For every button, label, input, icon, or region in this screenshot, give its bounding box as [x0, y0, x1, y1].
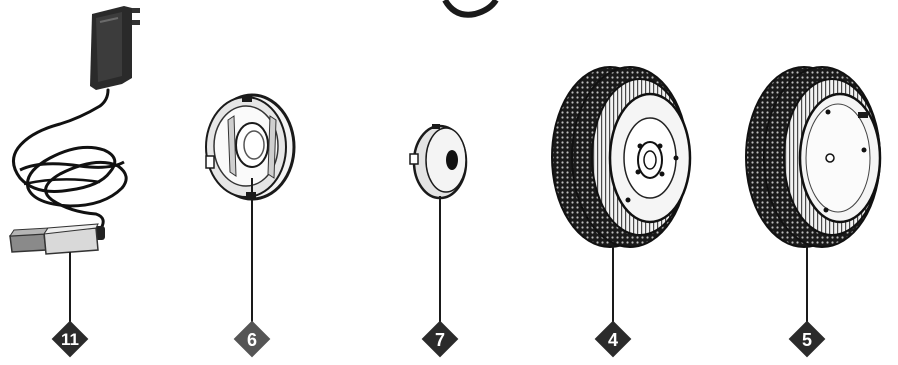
- badge-4: 4: [595, 321, 632, 358]
- rear-wheel-illustration: [746, 67, 880, 247]
- badge-5: 5: [789, 321, 826, 358]
- badge-7: 7: [422, 321, 459, 358]
- badge-6: 6: [234, 321, 271, 358]
- badge-11-label: 11: [61, 330, 79, 349]
- small-hub-cap-illustration: [410, 124, 466, 198]
- badge-11: 11: [52, 321, 89, 358]
- wheel-hub-cap-illustration: [206, 95, 294, 199]
- badge-7-label: 7: [435, 330, 445, 350]
- badge-4-label: 4: [608, 330, 618, 350]
- cropped-object-outline: [445, 0, 496, 15]
- badge-6-label: 6: [247, 330, 257, 350]
- charger-illustration: [10, 6, 140, 254]
- drive-wheel-illustration: [552, 67, 690, 247]
- badge-5-label: 5: [802, 330, 812, 350]
